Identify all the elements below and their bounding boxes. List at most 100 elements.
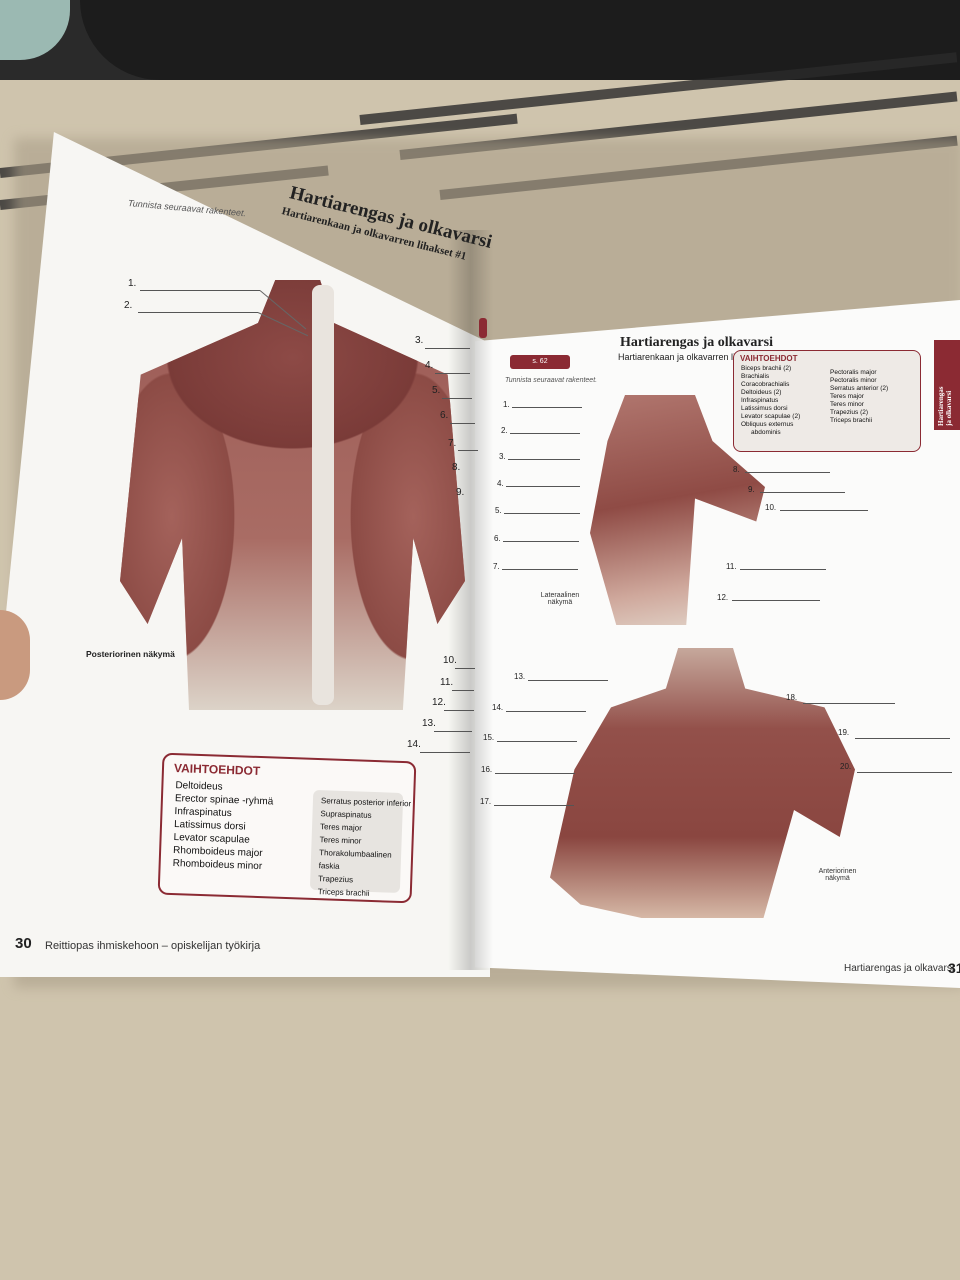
answer-line[interactable]	[510, 433, 580, 434]
thumb	[0, 610, 30, 700]
answer-line[interactable]	[495, 773, 575, 774]
label-7: 7.	[493, 562, 500, 571]
options-heading: VAIHTOEHDOT	[740, 354, 798, 363]
answer-line[interactable]	[857, 772, 952, 773]
answer-line[interactable]	[740, 569, 826, 570]
answer-line[interactable]	[506, 486, 580, 487]
answer-line[interactable]	[497, 741, 577, 742]
label-9: 9.	[456, 487, 465, 498]
right-page-footer: Hartiarengas ja olkavarsi	[844, 963, 955, 974]
label-14: 14.	[407, 739, 421, 750]
label-3: 3.	[415, 335, 424, 346]
answer-line[interactable]	[425, 348, 470, 349]
answer-line[interactable]	[458, 450, 478, 451]
label-19: 19.	[838, 728, 850, 737]
answer-line[interactable]	[855, 738, 950, 739]
option: abdominis	[751, 429, 781, 436]
answer-line[interactable]	[506, 711, 586, 712]
option: Trapezius (2)	[830, 409, 869, 416]
anterior-view-caption: Anteriorinen näkymä	[818, 868, 857, 882]
label-10: 10.	[443, 655, 457, 666]
book-gutter	[448, 230, 493, 970]
page-reference-tab[interactable]: s. 62	[510, 355, 570, 369]
red-marker	[479, 318, 487, 338]
answer-line[interactable]	[444, 710, 474, 711]
answer-line[interactable]	[502, 569, 578, 570]
label-2: 2.	[501, 426, 508, 435]
chapter-side-tab[interactable]: Hartiarengas ja olkavarsi	[934, 340, 960, 430]
label-2: 2.	[124, 300, 133, 311]
option: Serratus anterior (2)	[830, 385, 889, 392]
label-5: 5.	[432, 385, 441, 396]
option: Levator scapulae (2)	[741, 413, 801, 420]
option: Coracobrachialis	[741, 381, 790, 388]
label-8: 8.	[733, 465, 740, 474]
label-18: 18.	[786, 693, 798, 702]
answer-line[interactable]	[450, 423, 475, 424]
options-column-2: Serratus posterior inferior Supraspinatu…	[318, 794, 414, 901]
option: Triceps brachii	[830, 417, 873, 424]
options-box-right: VAIHTOEHDOT Biceps brachii (2) Brachiali…	[733, 350, 921, 452]
option: Pectoralis minor	[830, 377, 877, 384]
left-page-number: 30	[15, 935, 32, 952]
right-page-instruction: Tunnista seuraavat rakenteet.	[505, 377, 598, 384]
answer-line[interactable]	[494, 805, 574, 806]
label-1: 1.	[503, 400, 510, 409]
answer-line[interactable]	[503, 541, 579, 542]
label-10: 10.	[765, 503, 777, 512]
label-12: 12.	[717, 593, 729, 602]
label-4: 4.	[497, 479, 504, 488]
option: Infraspinatus	[741, 397, 779, 404]
answer-line[interactable]	[760, 492, 845, 493]
answer-line[interactable]	[508, 459, 580, 460]
label-14: 14.	[492, 703, 504, 712]
answer-line[interactable]	[512, 407, 582, 408]
options-box-left: VAIHTOEHDOT Deltoideus Erector spinae -r…	[157, 752, 417, 904]
lateral-view-caption: Lateraalinen näkymä	[540, 592, 580, 606]
option: Rhomboideus minor	[172, 858, 263, 873]
mint-object	[0, 0, 70, 60]
options-column-2: Pectoralis major Pectoralis minor Serrat…	[830, 369, 888, 425]
answer-line[interactable]	[528, 680, 608, 681]
label-6: 6.	[494, 534, 501, 543]
answer-line[interactable]	[452, 690, 474, 691]
right-page-title: Hartiarengas ja olkavarsi	[620, 335, 773, 350]
label-15: 15.	[483, 733, 495, 742]
answer-line[interactable]	[455, 668, 475, 669]
answer-line[interactable]	[442, 398, 472, 399]
label-4: 4.	[425, 360, 434, 371]
label-9: 9.	[748, 485, 755, 494]
answer-line[interactable]	[803, 703, 895, 704]
answer-line[interactable]	[420, 752, 470, 753]
right-page-number: 31	[948, 960, 960, 976]
option: Triceps brachii	[317, 887, 370, 898]
answer-line[interactable]	[138, 312, 258, 313]
answer-line[interactable]	[504, 513, 580, 514]
answer-line[interactable]	[732, 600, 820, 601]
answer-line[interactable]	[140, 290, 260, 291]
option: Deltoideus (2)	[741, 389, 782, 396]
label-11: 11.	[726, 562, 737, 571]
answer-line[interactable]	[435, 373, 470, 374]
label-1: 1.	[128, 278, 137, 289]
label-8: 8.	[452, 462, 461, 473]
label-20: 20.	[840, 762, 852, 771]
options-column-1: Biceps brachii (2) Brachialis Coracobrac…	[741, 365, 800, 437]
option: Teres minor	[830, 401, 864, 408]
option: Pectoralis major	[830, 369, 877, 376]
label-11: 11.	[440, 677, 454, 688]
answer-line[interactable]	[434, 731, 472, 732]
label-16: 16.	[481, 765, 493, 774]
option: Teres major	[830, 393, 864, 400]
option: Latissimus dorsi	[741, 405, 788, 412]
label-6: 6.	[440, 410, 449, 421]
side-tab-label: Hartiarengas ja olkavarsi	[937, 386, 953, 426]
options-heading: VAIHTOEHDOT	[173, 761, 261, 779]
answer-line[interactable]	[780, 510, 868, 511]
answer-line[interactable]	[745, 472, 830, 473]
options-column-1: Deltoideus Erector spinae -ryhmä Infrasp…	[172, 779, 273, 873]
dark-background-object	[0, 0, 960, 80]
spine	[312, 285, 334, 705]
label-17: 17.	[480, 797, 492, 806]
label-13: 13.	[422, 718, 436, 729]
